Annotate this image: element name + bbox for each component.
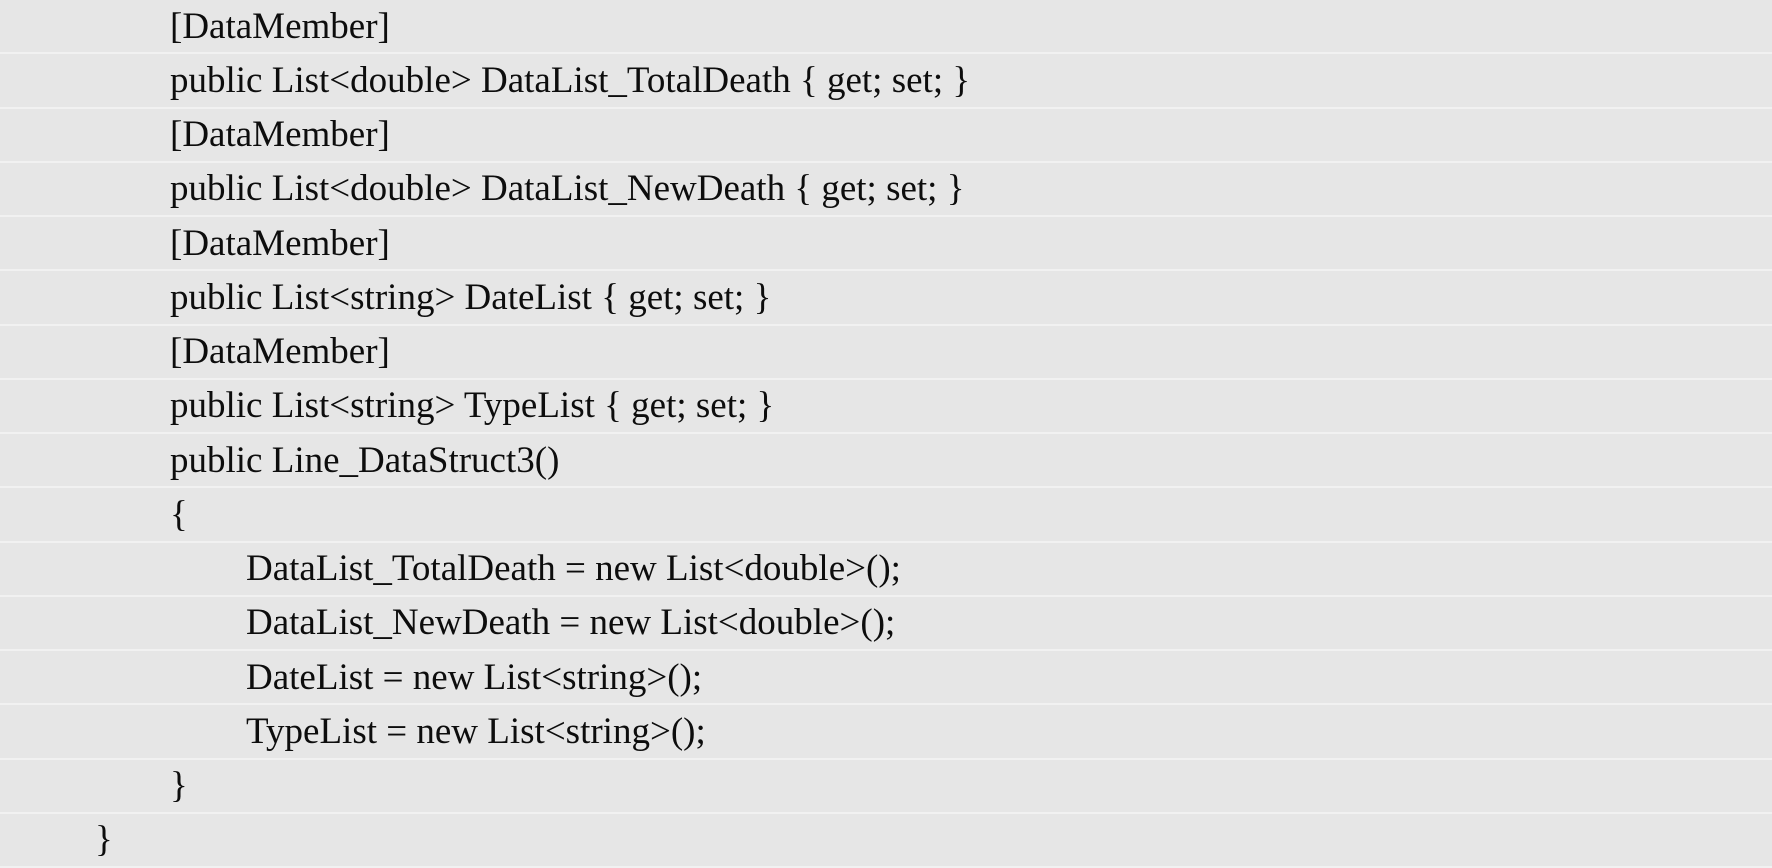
code-line: [DataMember]	[0, 325, 1772, 380]
code-line-text: DateList = new List<string>();	[246, 656, 703, 698]
code-line: public List<double> DataList_NewDeath { …	[0, 162, 1772, 217]
code-line-text: DataList_TotalDeath = new List<double>()…	[246, 548, 901, 590]
code-line-text: TypeList = new List<string>();	[246, 710, 706, 752]
code-line: TypeList = new List<string>();	[0, 705, 1772, 760]
code-line: [DataMember]	[0, 217, 1772, 272]
code-line-text: [DataMember]	[170, 5, 390, 47]
code-line: public List<double> DataList_TotalDeath …	[0, 54, 1772, 109]
code-line: DateList = new List<string>();	[0, 651, 1772, 706]
code-line-text: }	[95, 819, 113, 861]
code-line-text: }	[170, 765, 188, 807]
code-line: }	[0, 759, 1772, 814]
code-line-text: {	[170, 493, 188, 535]
code-line-text: DataList_NewDeath = new List<double>();	[246, 602, 896, 644]
code-line-text: [DataMember]	[170, 222, 390, 264]
code-line: public List<string> TypeList { get; set;…	[0, 379, 1772, 434]
code-line-text: public Line_DataStruct3()	[170, 439, 560, 481]
code-line-text: [DataMember]	[170, 331, 390, 373]
code-line: }	[0, 813, 1772, 868]
code-line-text: public List<double> DataList_TotalDeath …	[170, 59, 971, 101]
code-line: [DataMember]	[0, 0, 1772, 55]
code-line-text: [DataMember]	[170, 114, 390, 156]
code-line-text: public List<double> DataList_NewDeath { …	[170, 168, 965, 210]
code-line: DataList_NewDeath = new List<double>();	[0, 596, 1772, 651]
code-line: {	[0, 488, 1772, 543]
code-line: public Line_DataStruct3()	[0, 434, 1772, 489]
code-line: public List<string> DateList { get; set;…	[0, 271, 1772, 326]
code-line: [DataMember]	[0, 108, 1772, 163]
code-line-text: public List<string> DateList { get; set;…	[170, 276, 772, 318]
code-line-text: public List<string> TypeList { get; set;…	[170, 385, 775, 427]
code-line: DataList_TotalDeath = new List<double>()…	[0, 542, 1772, 597]
